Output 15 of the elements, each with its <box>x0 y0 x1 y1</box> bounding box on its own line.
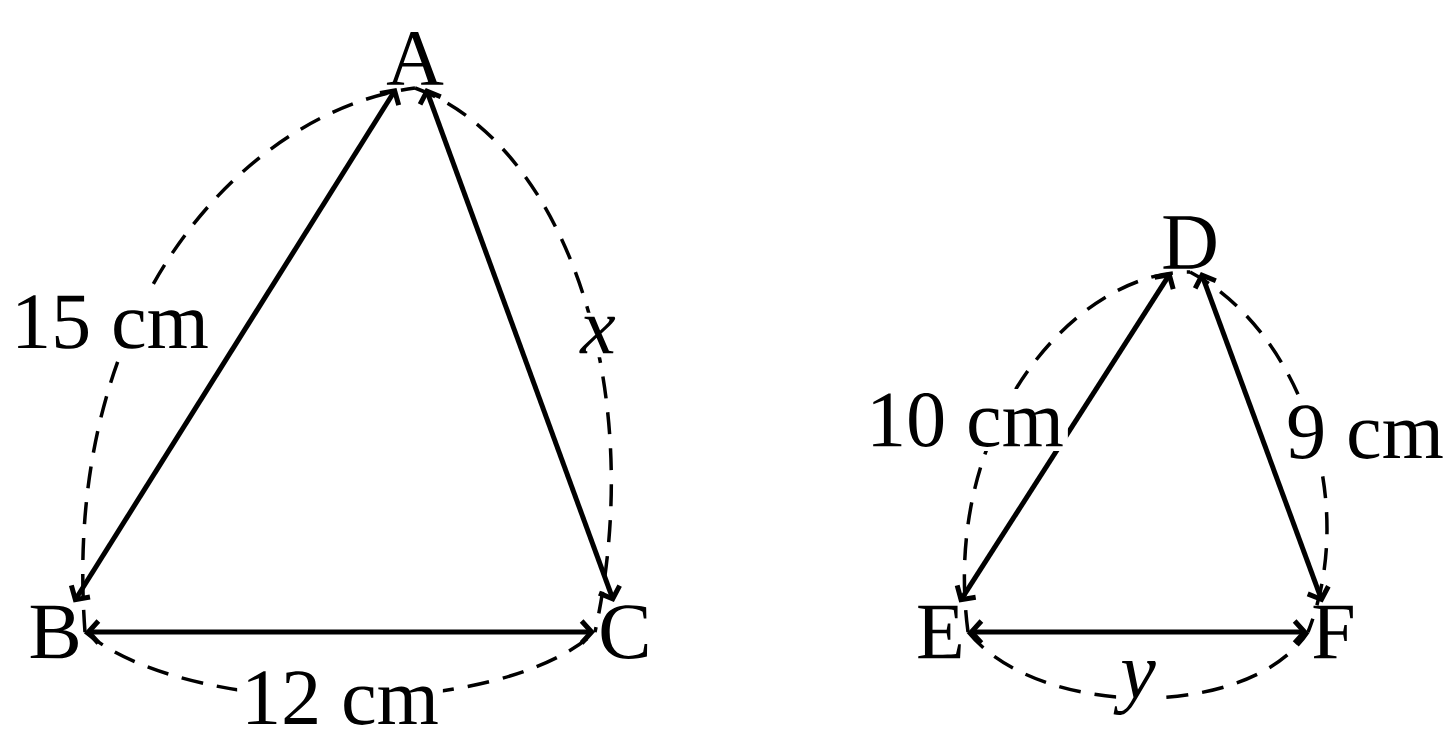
vertex-label: E <box>918 605 961 659</box>
triangle-side <box>954 272 1176 603</box>
length-label: x <box>576 312 620 358</box>
vertex-label: A <box>386 32 444 85</box>
vertex-label: C <box>601 605 648 659</box>
length-label: 12 cm <box>237 667 443 729</box>
length-label: 10 cm <box>862 389 1068 451</box>
vertex-label: F <box>1313 605 1353 659</box>
length-label: 15 cm <box>7 291 213 353</box>
triangle-side <box>968 619 1308 645</box>
vertex-label: B <box>30 605 78 659</box>
length-label: 9 cm <box>1282 401 1448 463</box>
triangle-side <box>85 619 595 645</box>
vertex-label: D <box>1163 216 1216 269</box>
length-label: y <box>1113 657 1160 719</box>
